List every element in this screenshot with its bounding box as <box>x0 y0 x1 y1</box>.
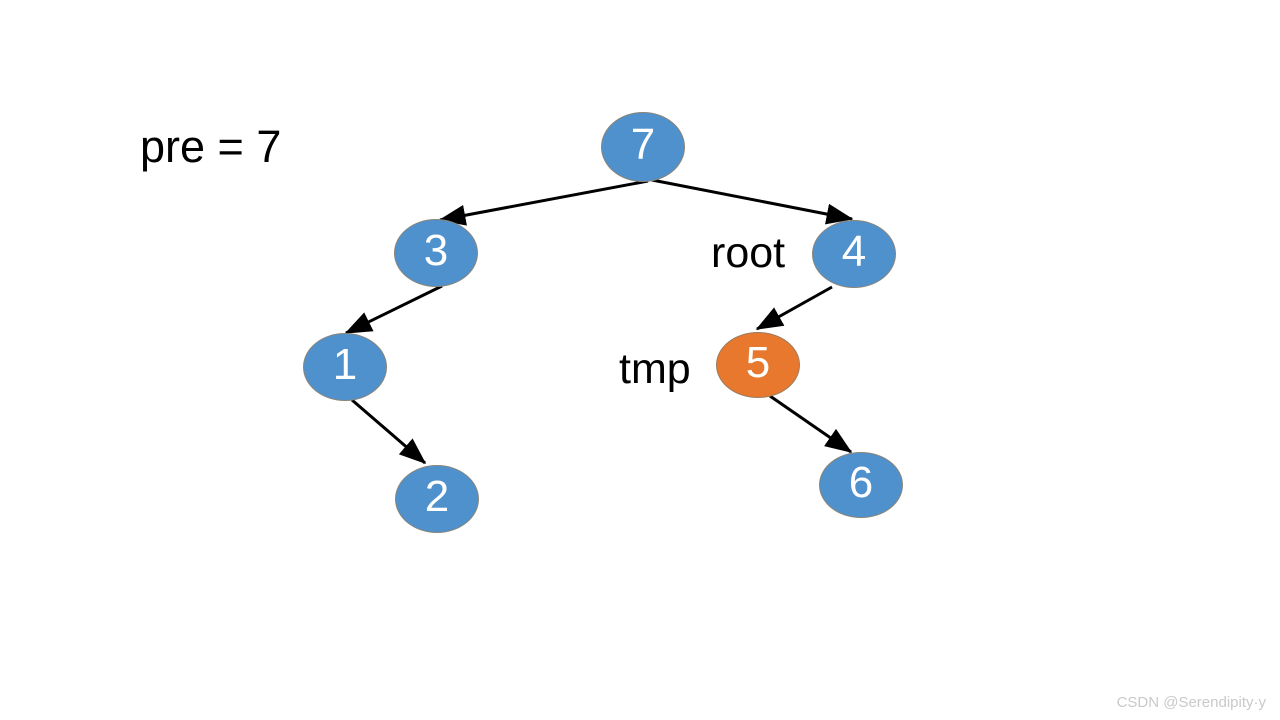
tree-node-1-value: 1 <box>332 340 358 389</box>
tree-node-1[interactable]: 1 <box>303 333 387 401</box>
edge-5-to-6 <box>769 394 853 454</box>
edge-7-to-4 <box>651 178 854 225</box>
edge-3-to-1 <box>344 284 443 335</box>
annotation-pre: pre = 7 <box>140 121 282 172</box>
watermark: CSDN @Serendipity·y <box>1116 694 1266 711</box>
tree-node-3-value: 3 <box>423 226 449 275</box>
tree-node-7-value: 7 <box>630 120 656 169</box>
tree-node-7[interactable]: 7 <box>601 112 685 182</box>
tree-node-2[interactable]: 2 <box>395 465 479 533</box>
tree-node-4-value: 4 <box>841 227 867 276</box>
edge-1-to-2 <box>351 398 427 465</box>
tree-node-5-value: 5 <box>745 338 771 387</box>
tree-node-2-value: 2 <box>424 472 450 521</box>
annotation-tmp: tmp <box>619 345 691 393</box>
tree-node-5-highlighted[interactable]: 5 <box>716 332 800 398</box>
edge-7-to-3 <box>438 179 649 226</box>
tree-node-3[interactable]: 3 <box>394 219 478 287</box>
tree-node-4[interactable]: 4 <box>812 220 896 288</box>
tree-node-6[interactable]: 6 <box>819 452 903 518</box>
edge-4-to-5 <box>755 285 833 331</box>
annotation-root: root <box>711 229 786 277</box>
tree-node-6-value: 6 <box>848 458 874 507</box>
